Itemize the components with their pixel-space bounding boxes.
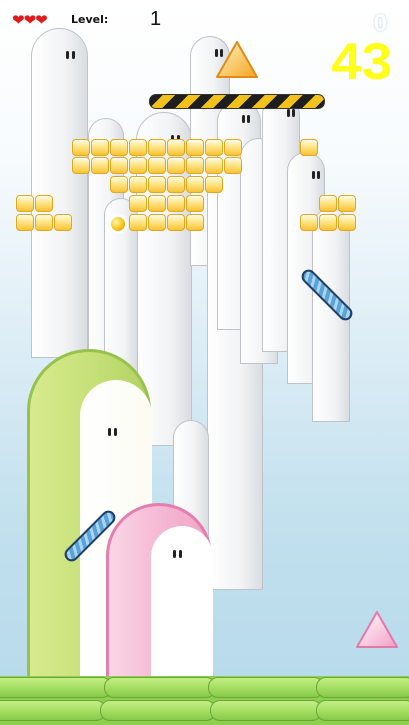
brick	[54, 214, 72, 231]
brick	[186, 176, 204, 193]
brick	[72, 157, 90, 174]
brick	[167, 195, 185, 212]
hazard-bar	[149, 94, 325, 109]
ground	[0, 676, 409, 725]
brick	[338, 214, 356, 231]
brick	[338, 195, 356, 212]
brick	[300, 214, 318, 231]
timer: 43	[330, 35, 393, 96]
orange-triangle-icon	[216, 41, 258, 78]
brick	[110, 139, 128, 156]
brick	[16, 214, 34, 231]
brick	[129, 157, 147, 174]
ghost-column	[31, 28, 88, 358]
brick	[186, 157, 204, 174]
brick	[129, 176, 147, 193]
brick	[186, 139, 204, 156]
brick	[224, 157, 242, 174]
brick	[186, 195, 204, 212]
brick	[167, 176, 185, 193]
brick	[91, 157, 109, 174]
brick	[167, 214, 185, 231]
brick	[167, 139, 185, 156]
brick	[300, 139, 318, 156]
brick	[148, 214, 166, 231]
lives-hearts: ❤❤❤	[12, 11, 48, 29]
brick	[91, 139, 109, 156]
brick	[35, 214, 53, 231]
brick	[72, 139, 90, 156]
level-value: 1	[150, 8, 162, 30]
brick	[129, 139, 147, 156]
brick	[110, 157, 128, 174]
brick	[205, 176, 223, 193]
pink-triangle-icon	[356, 611, 398, 648]
brick	[148, 139, 166, 156]
brick	[16, 195, 34, 212]
brick	[224, 139, 242, 156]
brick	[186, 214, 204, 231]
brick	[205, 139, 223, 156]
score: 0	[373, 10, 387, 37]
brick	[129, 214, 147, 231]
ball-icon	[108, 214, 128, 234]
brick	[319, 214, 337, 231]
brick	[205, 157, 223, 174]
brick	[167, 157, 185, 174]
brick	[110, 176, 128, 193]
level-label: Level:	[71, 13, 109, 26]
brick	[35, 195, 53, 212]
brick	[148, 157, 166, 174]
brick	[148, 195, 166, 212]
brick	[148, 176, 166, 193]
brick	[129, 195, 147, 212]
brick	[319, 195, 337, 212]
pink-blob	[106, 503, 213, 706]
